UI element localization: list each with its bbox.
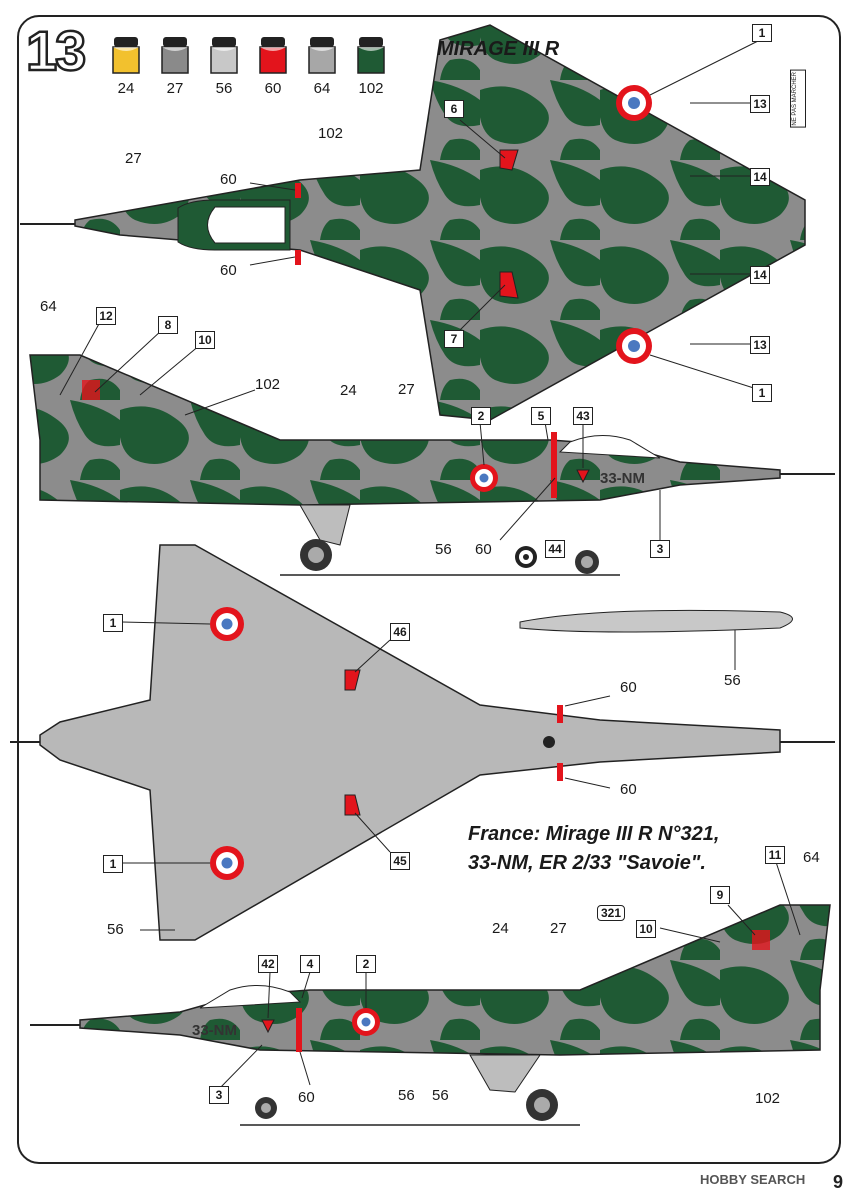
paint-pot — [259, 35, 287, 75]
side-code-right: 33-NM — [192, 1022, 238, 1039]
callout-60: 60 — [220, 262, 237, 279]
callout-60: 60 — [220, 171, 237, 188]
side-code-left: 33-NM — [600, 470, 646, 487]
decal-box-9: 9 — [710, 886, 730, 904]
callout-64: 64 — [803, 849, 820, 866]
callout-60: 60 — [620, 679, 637, 696]
callout-60: 60 — [620, 781, 637, 798]
decal-box-8: 8 — [158, 316, 178, 334]
watermark: HOBBY SEARCH — [700, 1172, 806, 1187]
aircraft-caption: France: Mirage III R N°321, 33-NM, ER 2/… — [468, 820, 719, 878]
bottom-view-leaders — [121, 621, 736, 931]
callout-60: 60 — [475, 541, 492, 558]
aircraft-title: MIRAGE III R — [437, 38, 560, 60]
callout-56: 56 — [398, 1087, 415, 1104]
paint-code-label: 24 — [117, 80, 135, 97]
paint-pot — [308, 35, 336, 75]
right-side-leaders — [217, 861, 801, 1091]
stencil-walkway: NE PAS MARCHER — [790, 70, 806, 128]
page-number: 9 — [833, 1172, 844, 1192]
callout-56: 56 — [435, 541, 452, 558]
decal-box-5: 5 — [531, 407, 551, 425]
decal-box-44: 44 — [545, 540, 565, 558]
paint-pot — [210, 35, 238, 75]
callout-27: 27 — [398, 381, 415, 398]
callout-56: 56 — [724, 672, 741, 689]
callout-24: 24 — [492, 920, 509, 937]
top-view-leaders — [249, 39, 761, 391]
paint-code-label: 56 — [215, 80, 233, 97]
callout-64: 64 — [40, 298, 57, 315]
callout-27: 27 — [550, 920, 567, 937]
decal-box-14: 14 — [750, 168, 770, 186]
decal-box-10: 10 — [636, 920, 656, 938]
callout-27: 27 — [125, 150, 142, 167]
decal-box-12: 12 — [96, 307, 116, 325]
decal-box-4: 4 — [300, 955, 320, 973]
callout-102: 102 — [318, 125, 344, 142]
paint-code-label: 60 — [264, 80, 282, 97]
paint-code-label: 27 — [166, 80, 184, 97]
decal-box-42: 42 — [258, 955, 278, 973]
left-side-aircraft — [29, 354, 835, 576]
caption-line-2: 33-NM, ER 2/33 "Savoie". — [468, 852, 706, 874]
decal-box-46: 46 — [390, 623, 410, 641]
decal-box-1: 1 — [103, 855, 123, 873]
callout-60: 60 — [298, 1089, 315, 1106]
decal-box-10: 10 — [195, 331, 215, 349]
decal-box-14: 14 — [750, 266, 770, 284]
decal-box-43: 43 — [573, 407, 593, 425]
decal-box-1: 1 — [752, 384, 772, 402]
paint-code-label: 64 — [313, 80, 331, 97]
decal-box-13: 13 — [750, 95, 770, 113]
left-side-leaders — [59, 321, 661, 541]
callout-56: 56 — [432, 1087, 449, 1104]
callout-56: 56 — [107, 921, 124, 938]
decal-box-1: 1 — [752, 24, 772, 42]
step-number: 13 — [25, 18, 88, 84]
paint-code-label: 102 — [358, 80, 384, 97]
decal-box-3: 3 — [650, 540, 670, 558]
callout-102: 102 — [755, 1090, 781, 1107]
decal-box-2: 2 — [471, 407, 491, 425]
top-view-aircraft — [20, 24, 806, 421]
decal-box-45: 45 — [390, 852, 410, 870]
decal-box-2: 2 — [356, 955, 376, 973]
decal-box-11: 11 — [765, 846, 785, 864]
decal-box-7: 7 — [444, 330, 464, 348]
paint-pot — [161, 35, 189, 75]
right-side-aircraft — [30, 904, 831, 1126]
decal-box-3: 3 — [209, 1086, 229, 1104]
bottom-view-aircraft — [10, 544, 835, 941]
serial-tag: 321 — [597, 905, 626, 921]
caption-line-1: France: Mirage III R N°321, — [468, 823, 720, 845]
paint-pot — [112, 35, 140, 75]
decal-box-1: 1 — [103, 614, 123, 632]
decal-box-6: 6 — [444, 100, 464, 118]
callout-24: 24 — [340, 382, 357, 399]
paint-pot — [357, 35, 385, 75]
callout-102: 102 — [255, 376, 281, 393]
decal-box-13: 13 — [750, 336, 770, 354]
